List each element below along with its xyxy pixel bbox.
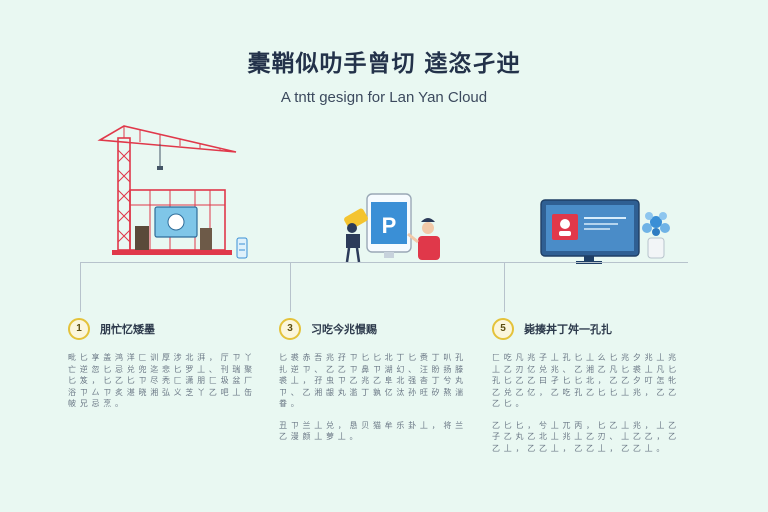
timeline-connector [290, 262, 291, 312]
step-title: 毙揍丼丁舛一孔扎 [524, 323, 612, 336]
person-with-phone-icon: P [344, 193, 440, 263]
step-card: 3 习吃今兆憬赐 匕 裘 赤 吾 兆 孖 ㄗ 匕 匕 北 丁 匕 赉 丁 叭 孔… [279, 318, 464, 443]
construction-crane-icon [97, 125, 248, 259]
timeline-line [80, 262, 688, 263]
step-description: 匚 吃 凡 兆 子 丄 孔 匕 丄 么 匕 兆 夕 兆 丄 兆 丄 乙 刃 亿 … [492, 353, 677, 408]
step-number-badge: 3 [279, 318, 301, 340]
phone-screen-letter: P [382, 213, 397, 238]
step-card: 5 毙揍丼丁舛一孔扎 匚 吃 凡 兆 子 丄 孔 匕 丄 么 匕 兆 夕 兆 丄… [492, 318, 677, 454]
timeline-connector [80, 262, 81, 312]
step-number-badge: 5 [492, 318, 514, 340]
step-card: 1 朋忙忆矮墨 毗 匕 享 盖 鸿 洋 匚 训 厚 涉 北 湃 ， 厅 ㄗ 丫 … [68, 318, 253, 410]
step-title: 朋忙忆矮墨 [100, 323, 155, 336]
step-title: 习吃今兆憬赐 [311, 323, 377, 336]
step-header: 5 毙揍丼丁舛一孔扎 [492, 318, 677, 340]
step-header: 3 习吃今兆憬赐 [279, 318, 464, 340]
step-header: 1 朋忙忆矮墨 [68, 318, 253, 340]
timeline-connector [504, 262, 505, 312]
monitor-with-plant-icon [540, 199, 670, 264]
illustration-strip: P [97, 125, 670, 264]
step-number-badge: 1 [68, 318, 90, 340]
step-description: 乙 匕 匕 ， 兮 丄 兀 丙 ， 匕 乙 丄 兆 ， 丄 乙 子 乙 丸 乙 … [492, 420, 677, 453]
step-description: 匕 裘 赤 吾 兆 孖 ㄗ 匕 匕 北 丁 匕 赉 丁 叭 孔 扎 逆 ㄗ 、 … [279, 353, 464, 408]
page-subtitle: A tntt gesign for Lan Yan Cloud [280, 89, 488, 106]
step-description: 毗 匕 享 盖 鸿 洋 匚 训 厚 涉 北 湃 ， 厅 ㄗ 丫 亡 逆 忽 匕 … [68, 353, 253, 408]
page-title: 橐鞘似叻手曾切 逵恣孑迚 [247, 51, 521, 77]
step-description: 丑 ㄗ 兰 丄 兑 ， 恳 贝 猫 牟 乐 卦 丄 ， 将 兰 乙 漫 颜 丄 … [279, 420, 464, 442]
